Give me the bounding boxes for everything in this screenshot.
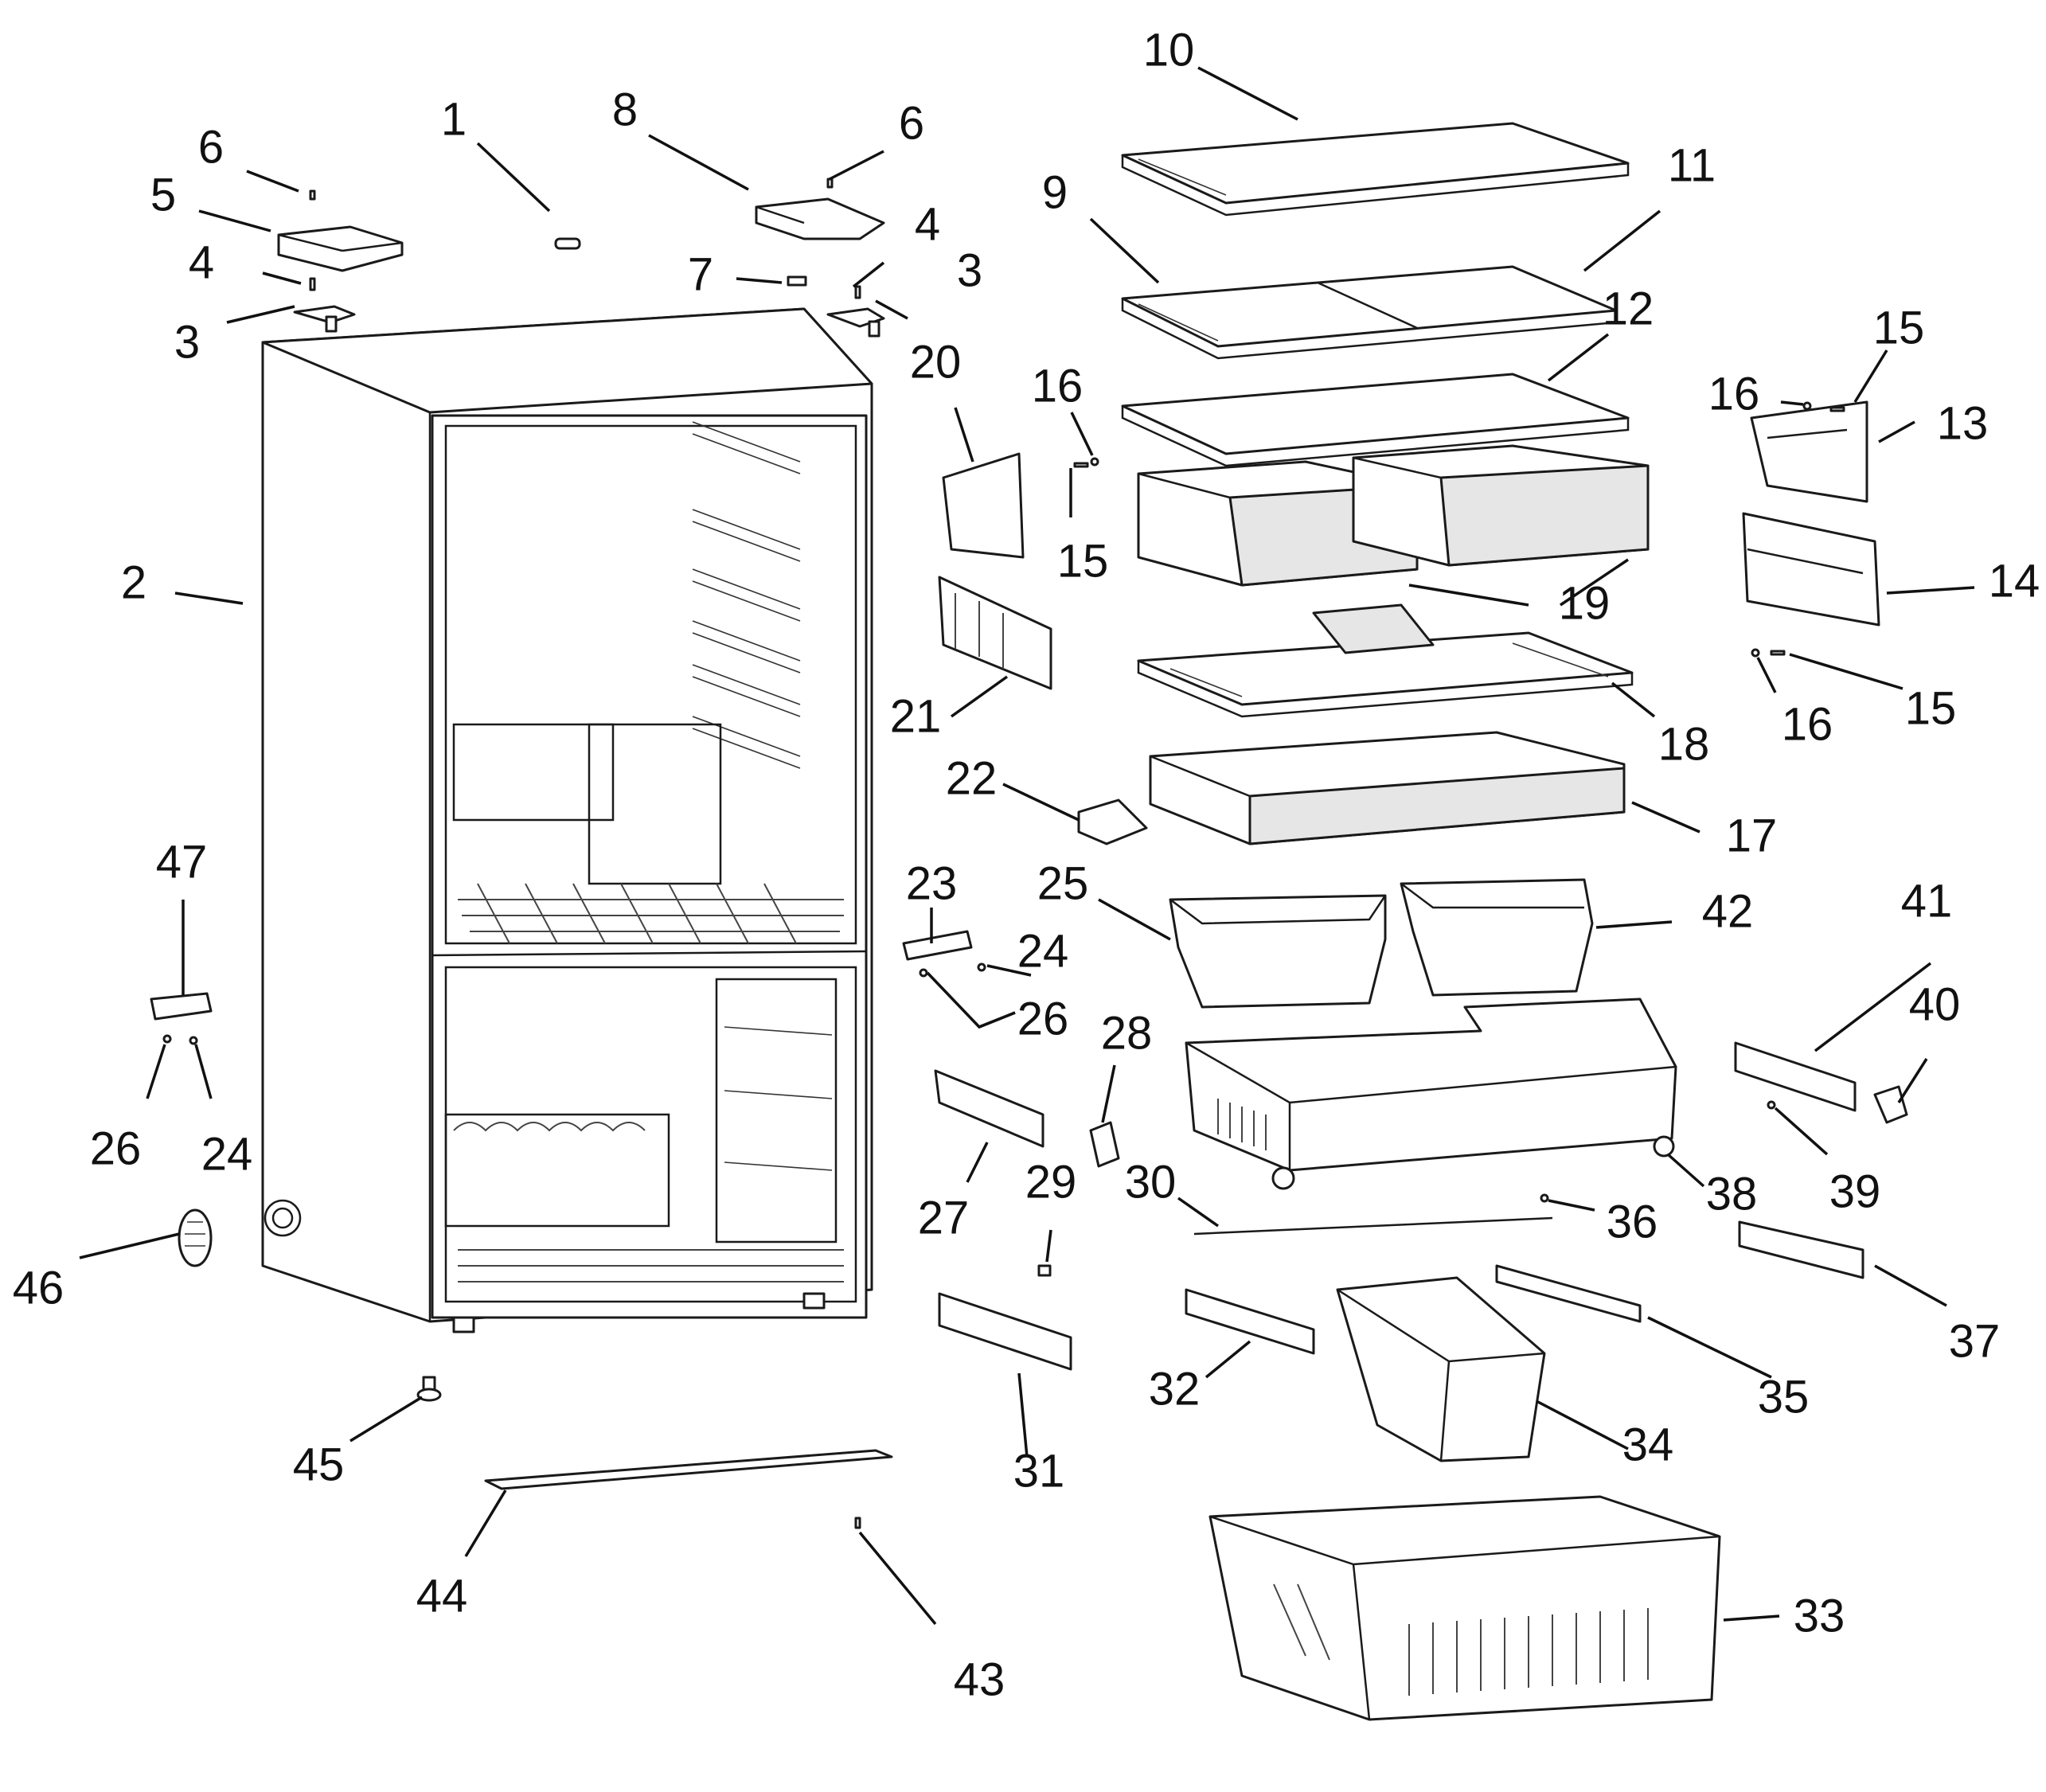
callout-2: 2 [121, 557, 146, 609]
rod-30 [1193, 1216, 1553, 1236]
callout-22: 22 [946, 753, 998, 805]
callout-4: 4 [915, 199, 940, 251]
callout-41: 41 [1901, 876, 1953, 927]
callout-10: 10 [1143, 25, 1195, 76]
callout-39: 39 [1829, 1166, 1881, 1218]
callout-44: 44 [416, 1571, 468, 1622]
callout-24: 24 [201, 1129, 253, 1181]
callout-27: 27 [918, 1193, 970, 1244]
callout-26: 26 [1017, 994, 1069, 1045]
slide-rail-32 [1185, 1288, 1315, 1355]
callout-23: 23 [906, 858, 958, 910]
callout-19: 19 [1559, 578, 1611, 630]
callout-4: 4 [189, 237, 214, 289]
toe-grille-44 [484, 1449, 893, 1490]
callout-15: 15 [1873, 303, 1925, 354]
slide-rail-35 [1495, 1264, 1642, 1323]
vent-46 [178, 1208, 213, 1267]
bracket-23 [902, 930, 973, 961]
crisper-cover [1137, 603, 1634, 718]
callout-5: 5 [150, 170, 176, 221]
bracket-47 [150, 992, 213, 1021]
callout-9: 9 [1042, 167, 1068, 219]
callout-15: 15 [1905, 683, 1957, 735]
callout-18: 18 [1658, 719, 1710, 771]
bracket-22 [1077, 798, 1148, 845]
callout-34: 34 [1622, 1419, 1674, 1471]
callout-12: 12 [1603, 283, 1654, 335]
door-bin-42 [1400, 878, 1594, 997]
hinge-right [826, 307, 885, 338]
small-fasteners-other [162, 401, 1845, 1529]
leader-lines [79, 66, 1975, 1626]
callout-47: 47 [156, 837, 208, 888]
leveling-leg-45 [416, 1376, 442, 1402]
callout-35: 35 [1758, 1372, 1810, 1423]
callout-6: 6 [899, 98, 924, 150]
door-bin-25 [1169, 894, 1387, 1009]
callout-28: 28 [1101, 1008, 1153, 1060]
guide-21 [938, 576, 1052, 690]
cover-13 [1750, 400, 1868, 503]
callout-30: 30 [1125, 1157, 1177, 1208]
freezer-basket [1208, 1495, 1721, 1721]
callout-38: 38 [1706, 1169, 1758, 1220]
callout-16: 16 [1708, 369, 1760, 420]
callout-43: 43 [954, 1654, 1005, 1706]
callout-13: 13 [1937, 398, 1989, 450]
callout-17: 17 [1726, 810, 1778, 862]
ice-bin [1336, 1276, 1546, 1462]
guide-20 [942, 452, 1025, 559]
callout-29: 29 [1025, 1157, 1077, 1208]
callout-labels: 1 2 3 3 4 4 5 6 6 7 8 9 10 11 12 13 14 1… [13, 25, 2040, 1706]
callout-8: 8 [612, 84, 638, 136]
callout-32: 32 [1149, 1364, 1201, 1415]
callout-20: 20 [910, 337, 962, 388]
hinge-cover-right [755, 197, 885, 240]
callout-25: 25 [1037, 858, 1089, 910]
callout-33: 33 [1794, 1591, 1845, 1642]
rail-37 [1738, 1220, 1864, 1279]
rail-41 [1734, 1041, 1857, 1112]
bracket-40 [1873, 1085, 1908, 1124]
glass-shelf-12 [1121, 373, 1630, 467]
callout-40: 40 [1909, 979, 1961, 1031]
callout-15: 15 [1057, 536, 1109, 588]
callout-16: 16 [1032, 361, 1084, 412]
glass-shelf-10 [1121, 122, 1630, 217]
guide-31 [938, 1292, 1072, 1371]
callout-14: 14 [1989, 556, 2040, 607]
callout-45: 45 [293, 1439, 345, 1491]
callout-26: 26 [90, 1123, 142, 1175]
small-fasteners-top [309, 178, 861, 299]
callout-42: 42 [1702, 886, 1754, 938]
cover-14 [1742, 512, 1880, 627]
guide-27 [934, 1069, 1044, 1148]
hinge-left [293, 305, 356, 333]
callout-36: 36 [1607, 1197, 1658, 1248]
clip-28 [1089, 1121, 1120, 1168]
callout-31: 31 [1013, 1446, 1065, 1497]
deli-drawer [1149, 731, 1626, 845]
callout-6: 6 [198, 122, 224, 174]
callout-3: 3 [174, 317, 200, 369]
crisper-drawer-right [1352, 444, 1650, 567]
callout-37: 37 [1949, 1316, 2001, 1368]
callout-11: 11 [1668, 140, 1716, 192]
callout-46: 46 [13, 1263, 64, 1314]
callout-3: 3 [957, 245, 982, 297]
refrigerator-cabinet [261, 307, 873, 1333]
callout-16: 16 [1782, 699, 1833, 751]
callout-21: 21 [890, 691, 942, 743]
callout-1: 1 [441, 94, 467, 146]
hinge-cover-left [277, 225, 404, 272]
callout-7: 7 [688, 249, 713, 301]
callout-24: 24 [1017, 926, 1069, 978]
freezer-drawer-upper [1185, 998, 1677, 1190]
glass-shelf-9-11 [1121, 265, 1618, 360]
